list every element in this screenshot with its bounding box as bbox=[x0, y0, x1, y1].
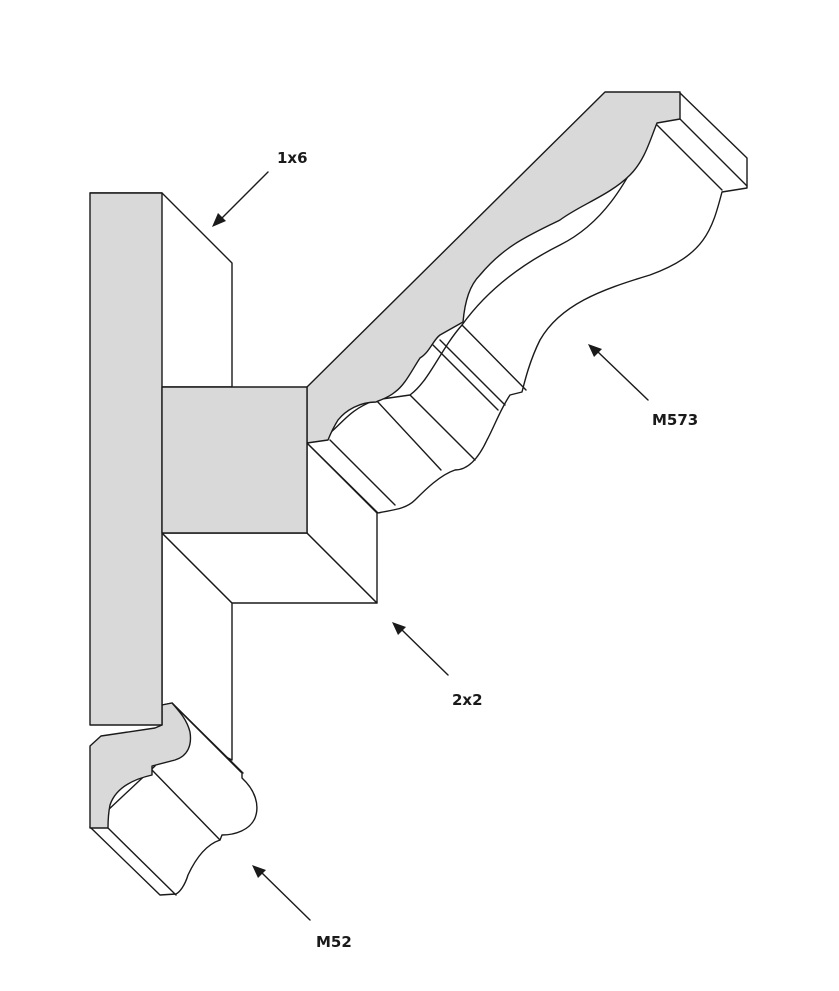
callouts bbox=[212, 171, 649, 921]
leader-2x2 bbox=[392, 622, 449, 676]
bed-molding-line-3 bbox=[151, 769, 221, 841]
crown-molding-line-7 bbox=[375, 399, 442, 471]
bed-molding-section bbox=[89, 702, 192, 829]
arrowhead-2x2 bbox=[392, 622, 406, 635]
label-m573: M573 bbox=[652, 411, 698, 429]
leader-m573 bbox=[588, 344, 649, 401]
crown-molding-line-5 bbox=[432, 344, 499, 411]
crown-molding-line-2 bbox=[656, 124, 723, 191]
bed-molding-line-2 bbox=[184, 715, 242, 773]
label-1x6: 1x6 bbox=[277, 149, 308, 167]
crown-molding-section bbox=[306, 91, 681, 444]
crown-molding-line-6 bbox=[409, 394, 476, 461]
crown-molding-line-3 bbox=[461, 324, 527, 391]
crown-molding-line-8 bbox=[329, 439, 396, 506]
leader-m52 bbox=[252, 865, 311, 921]
block-2x2-section bbox=[161, 386, 308, 534]
arrowhead-m573 bbox=[588, 344, 602, 357]
arrowhead-m52 bbox=[252, 865, 266, 878]
crown-molding-line-1 bbox=[679, 118, 748, 187]
board-1x6-section bbox=[89, 192, 163, 726]
leader-1x6 bbox=[212, 171, 269, 227]
arrowhead-1x6 bbox=[212, 213, 226, 227]
crown-molding-face bbox=[306, 92, 748, 514]
bed-molding-m52 bbox=[89, 702, 258, 896]
crown-molding-line-4 bbox=[439, 339, 506, 406]
label-m52: M52 bbox=[316, 933, 352, 951]
crown-molding-m573 bbox=[306, 91, 748, 514]
label-2x2: 2x2 bbox=[452, 691, 483, 709]
bed-molding-line-4 bbox=[107, 827, 177, 896]
